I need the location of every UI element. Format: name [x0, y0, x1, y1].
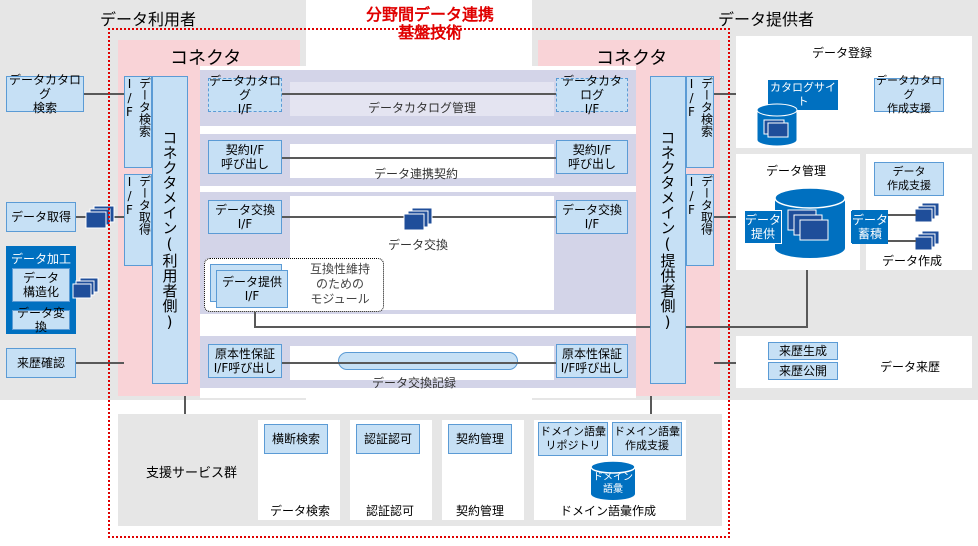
- line-provide-right: [806, 250, 808, 328]
- line-catalog-left: [84, 93, 124, 95]
- history-gen-box[interactable]: 来歴生成: [768, 342, 838, 360]
- domain-db-label: ドメイン 語彙: [593, 472, 633, 495]
- creation-support-box[interactable]: データ 作成支援: [874, 162, 944, 196]
- domain-repo-box[interactable]: ドメイン語彙 リポジトリ: [538, 422, 608, 456]
- domain-support-box[interactable]: ドメイン語彙 作成支援: [612, 422, 682, 456]
- catalog-search-box[interactable]: データカタログ 検索: [6, 73, 84, 115]
- database-icon: [756, 103, 798, 147]
- cross-search-box[interactable]: 横断検索: [264, 424, 328, 454]
- document-stack-icon: [914, 202, 940, 223]
- line-exchange-right: [714, 216, 748, 218]
- database-icon: [590, 460, 636, 500]
- management-label: データ管理: [766, 164, 827, 178]
- document-stack-icon: [403, 207, 433, 231]
- creation-label: データ作成: [882, 254, 943, 268]
- processing-label: データ加工: [10, 252, 71, 266]
- left-get-if: データ取得I/F: [123, 174, 152, 266]
- auth-label: 認証認可: [366, 504, 415, 518]
- line-record-left: [76, 362, 124, 364]
- conversion-box[interactable]: データ変換: [12, 306, 70, 334]
- history-pub-box[interactable]: 来歴公開: [768, 362, 838, 380]
- document-stack-icon: [914, 230, 940, 251]
- line-catalog: [282, 93, 558, 95]
- line-accumulate-2: [888, 240, 916, 242]
- left-connector-title: コネクタ: [170, 48, 242, 69]
- right-connector-title: コネクタ: [596, 48, 668, 69]
- registration-label: データ登録: [812, 46, 873, 60]
- left-provide-if[interactable]: データ提供 I/F: [216, 270, 288, 308]
- right-contract-if[interactable]: 契約I/F 呼び出し: [556, 140, 628, 174]
- band-contract-inner: [290, 144, 554, 178]
- line-provide-bottom: [254, 326, 808, 328]
- accumulate-box-front[interactable]: データ 蓄積: [852, 210, 888, 244]
- band-contract-label: データ連携契約: [374, 167, 459, 181]
- line-contract: [282, 157, 558, 159]
- user-region-label: データ利用者: [100, 10, 197, 29]
- data-get-box[interactable]: データ取得: [6, 202, 76, 232]
- data-search-label: データ検索: [270, 504, 331, 518]
- right-exchange-if[interactable]: データ交換 I/F: [556, 200, 628, 234]
- provider-region-label: データ提供者: [718, 10, 815, 29]
- left-originality-if[interactable]: 原本性保証 I/F呼び出し: [208, 344, 282, 378]
- left-exchange-if[interactable]: データ交換 I/F: [208, 200, 282, 234]
- contract-label: 契約管理: [456, 504, 505, 518]
- band-catalog-inner: [290, 82, 554, 116]
- compat-label: 互換性維持 のための モジュール: [309, 262, 370, 306]
- right-get-if: データ取得I/F: [685, 174, 714, 266]
- history-check-box[interactable]: 来歴確認: [6, 348, 76, 378]
- document-stack-icon: [72, 277, 99, 299]
- band-exchange-label: データ交換: [388, 238, 449, 252]
- database-icon: [774, 187, 846, 258]
- structuring-box[interactable]: データ 構造化: [12, 268, 70, 302]
- record-capsule: [338, 352, 518, 370]
- domain-create-label: ドメイン語彙作成: [560, 504, 657, 518]
- line-left-support: [184, 396, 186, 414]
- provide-box[interactable]: データ 提供: [744, 210, 782, 244]
- band-record-label: データ交換記録: [372, 376, 457, 390]
- left-connector-main: コネクタメイン(利用者側): [152, 76, 188, 384]
- contract-box[interactable]: 契約管理: [448, 424, 512, 454]
- left-search-if: データ検索I/F: [123, 76, 152, 168]
- tech-frame: [108, 28, 730, 538]
- catalog-support-box[interactable]: データカタログ 作成支援: [874, 74, 944, 115]
- line-record: [282, 362, 558, 364]
- right-connector-main: コネクタメイン(提供者側): [650, 76, 686, 384]
- right-originality-if[interactable]: 原本性保証 I/F呼び出し: [556, 344, 628, 378]
- band-catalog-label: データカタログ管理: [368, 101, 477, 115]
- left-contract-if[interactable]: 契約I/F 呼び出し: [208, 140, 282, 174]
- support-title: 支援サービス群: [146, 466, 238, 481]
- line-provide-left: [254, 306, 256, 328]
- line-accumulate-1: [888, 214, 916, 216]
- history-label: データ来歴: [880, 360, 941, 374]
- auth-box[interactable]: 認証認可: [356, 424, 420, 454]
- right-search-if: データ検索I/F: [685, 76, 714, 168]
- line-right-support: [650, 396, 652, 414]
